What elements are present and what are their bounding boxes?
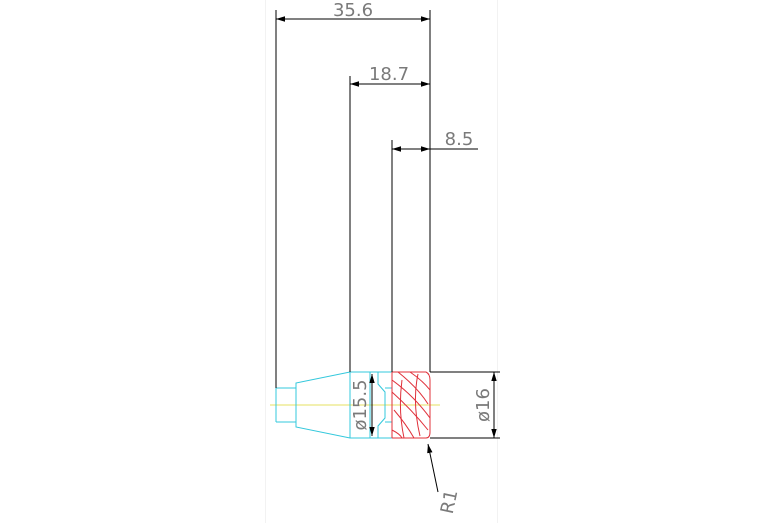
drawing-sheet	[266, 0, 497, 523]
dim-label-8-5: 8.5	[445, 129, 474, 150]
dim-corner-radius: R1	[427, 443, 463, 516]
dim-neck-diameter: ø15.5	[350, 374, 375, 436]
dim-label-35-6: 35.6	[333, 0, 373, 21]
dim-label-d15-5: ø15.5	[350, 379, 371, 430]
dim-overall-length: 35.6	[275, 0, 431, 388]
dim-label-18-7: 18.7	[369, 64, 409, 85]
dim-label-r1: R1	[437, 488, 463, 516]
dim-tool-diameter: ø16	[430, 371, 500, 439]
dim-flute-length: 18.7	[349, 64, 430, 372]
dim-label-d16: ø16	[473, 388, 494, 422]
dim-tip-length: 8.5	[391, 129, 478, 372]
tool-flutes	[391, 371, 431, 439]
